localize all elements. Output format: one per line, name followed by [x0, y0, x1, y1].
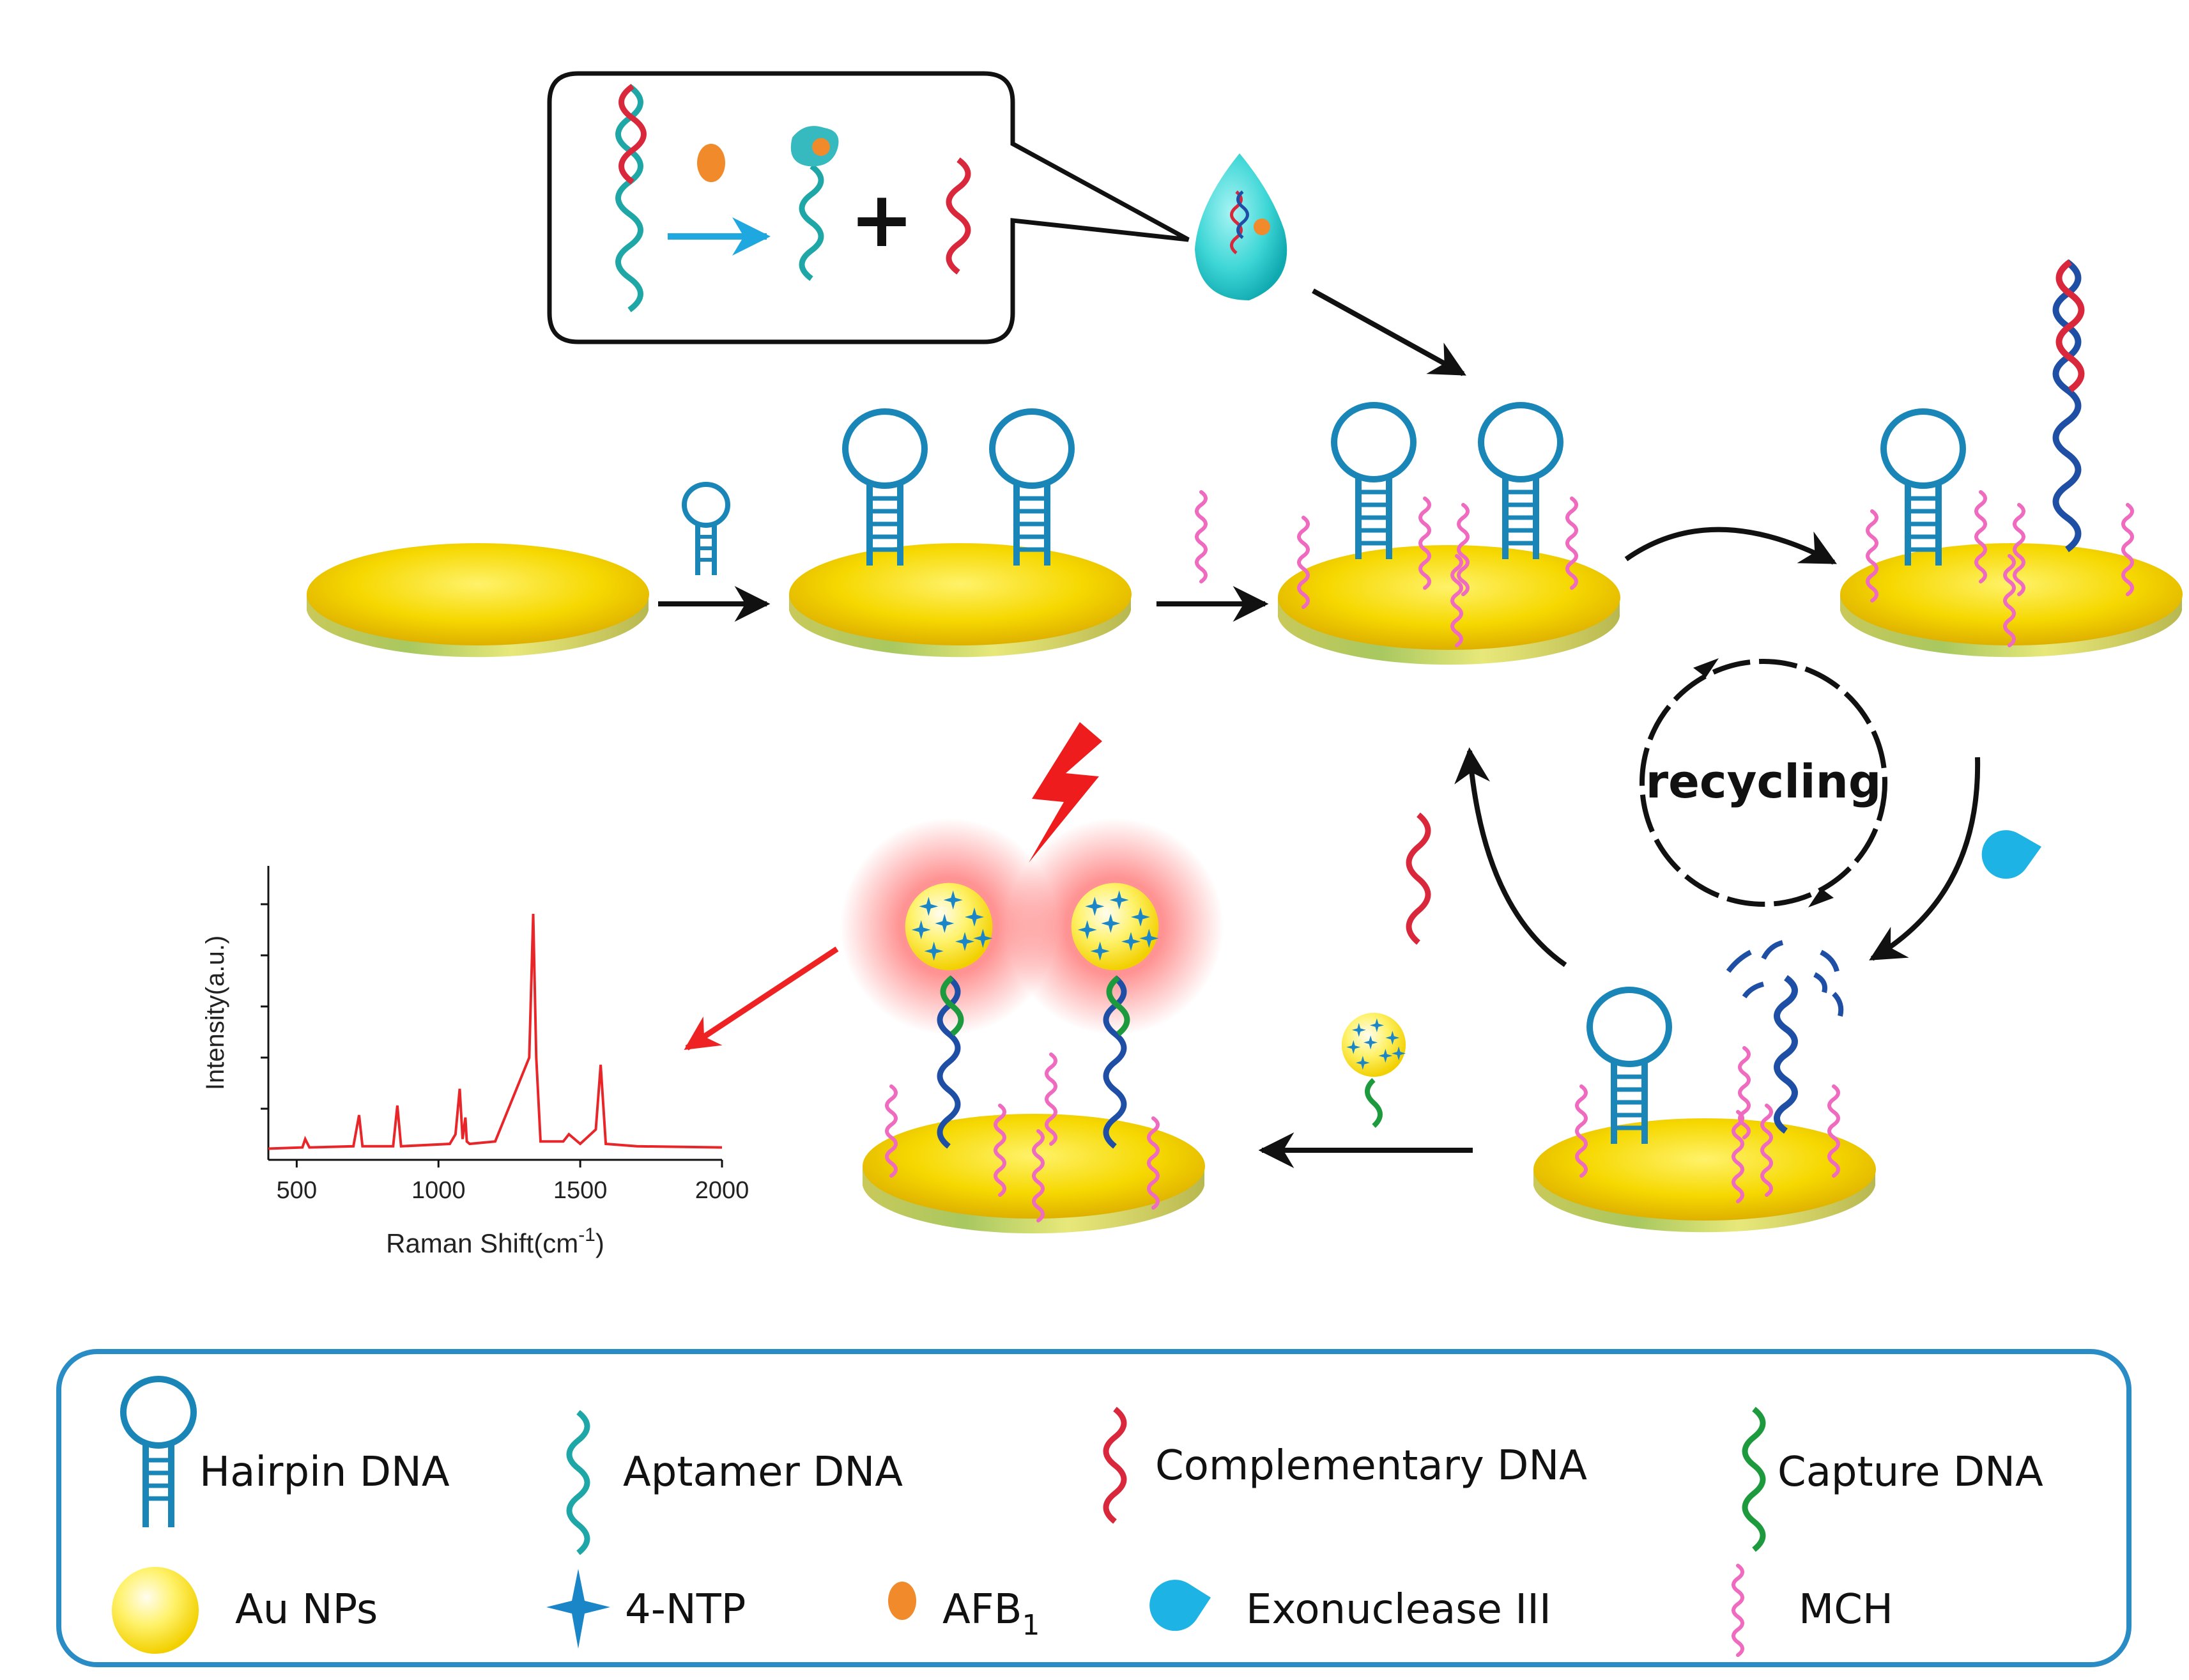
- capture-dna-icon: [1742, 1406, 1766, 1552]
- recycling-label: recycling: [1646, 755, 1882, 808]
- recycling-cycle: recycling: [1640, 658, 1887, 907]
- legend-label-aptamer: Aptamer DNA: [623, 1449, 903, 1496]
- arrow-droplet-to-electrode: [1312, 288, 1466, 376]
- mch-reagent: [1197, 492, 1206, 582]
- x-axis-label-main: Raman Shift(cm: [386, 1228, 578, 1258]
- gold-electrode-hairpin-mch: [1278, 405, 1620, 665]
- spectrum-line: [268, 913, 723, 1150]
- gold-electrode-digested: [1533, 940, 1876, 1233]
- legend: Hairpin DNA Aptamer DNA Complementary DN…: [56, 1349, 2131, 1667]
- legend-label-hairpin: Hairpin DNA: [199, 1449, 450, 1496]
- legend-item-capture: Capture DNA: [1742, 1406, 2043, 1552]
- arrow-exo-digestion: [1869, 757, 1981, 961]
- y-axis-label: Intensity(a.u.): [201, 936, 229, 1090]
- capture-nanoparticle-reagent: [1342, 1013, 1406, 1128]
- legend-label-exonuclease: Exonuclease III: [1246, 1586, 1551, 1633]
- released-complementary-strand: [946, 157, 971, 275]
- x-tick-label: 1500: [553, 1177, 608, 1204]
- x-tick-label: 2000: [695, 1177, 749, 1204]
- complementary-dna-icon: [1103, 1406, 1127, 1524]
- gold-electrode-duplex: [1840, 259, 2183, 658]
- inset-bubble: +: [547, 71, 1190, 344]
- sers-probe-right: [1103, 975, 1130, 1149]
- legend-label-mch: MCH: [1799, 1586, 1893, 1633]
- legend-item-afb1: AFB1: [888, 1582, 1040, 1642]
- legend-item-complementary: Complementary DNA: [1103, 1406, 1587, 1524]
- hairpin-dna-icon: [120, 1376, 197, 1527]
- legend-label-au-nps: Au NPs: [235, 1586, 378, 1633]
- arrow-hybridization: [1624, 527, 1837, 565]
- aptamer-dna-icon: [566, 1410, 590, 1555]
- gold-electrode-bare: [307, 543, 649, 658]
- hairpin-probe-small: [682, 482, 730, 575]
- mch-icon: [1732, 1564, 1744, 1657]
- legend-item-4ntp: 4-NTP: [546, 1569, 746, 1649]
- x-tick-label: 1000: [411, 1177, 466, 1204]
- aptamer-afb1-complex: [790, 126, 839, 281]
- legend-label-afb1-sub: 1: [1022, 1609, 1040, 1642]
- arrow-to-spectrum: [684, 946, 839, 1051]
- exonuclease-iii: [1981, 830, 2041, 879]
- duplex-on-electrode: [2052, 259, 2085, 553]
- legend-item-mch: MCH: [1732, 1564, 1893, 1657]
- star-icon: [546, 1569, 610, 1649]
- legend-label-afb1-text: AFB: [942, 1586, 1022, 1633]
- plus-sign: +: [850, 176, 914, 265]
- x-axis-label-end: ): [595, 1228, 604, 1258]
- duplex-strand: [615, 84, 647, 312]
- x-axis-label: Raman Shift(cm-1): [386, 1224, 604, 1258]
- gold-electrode-sers: [840, 818, 1224, 1234]
- legend-item-hairpin: Hairpin DNA: [120, 1376, 450, 1527]
- laser-bolt-icon: [1029, 722, 1102, 863]
- sers-probe-left: [937, 975, 964, 1149]
- free-complementary-strand: [1406, 812, 1431, 945]
- x-tick-label: 500: [277, 1177, 317, 1204]
- legend-item-aptamer: Aptamer DNA: [566, 1410, 903, 1555]
- legend-label-capture: Capture DNA: [1778, 1449, 2043, 1496]
- exonuclease-icon: [1149, 1580, 1211, 1631]
- gold-electrode-hairpin: [789, 412, 1132, 658]
- raman-spectrum-chart: 500 1000 1500 2000 Intensity(a.u.) Raman Sh…: [201, 866, 749, 1258]
- afb1-molecule: [697, 144, 725, 182]
- legend-label-complementary: Complementary DNA: [1155, 1442, 1587, 1490]
- x-axis-label-exponent: -1: [578, 1224, 595, 1245]
- legend-label-afb1: AFB1: [942, 1586, 1040, 1642]
- au-np-icon: [112, 1567, 199, 1654]
- legend-item-exonuclease: Exonuclease III: [1149, 1580, 1551, 1633]
- arrow-release-back: [1454, 747, 1567, 967]
- sample-droplet: [1195, 153, 1287, 300]
- y-ticks: [261, 903, 268, 1110]
- legend-item-au-nps: Au NPs: [112, 1567, 378, 1654]
- afb1-icon: [888, 1582, 916, 1620]
- legend-label-4ntp: 4-NTP: [625, 1586, 746, 1633]
